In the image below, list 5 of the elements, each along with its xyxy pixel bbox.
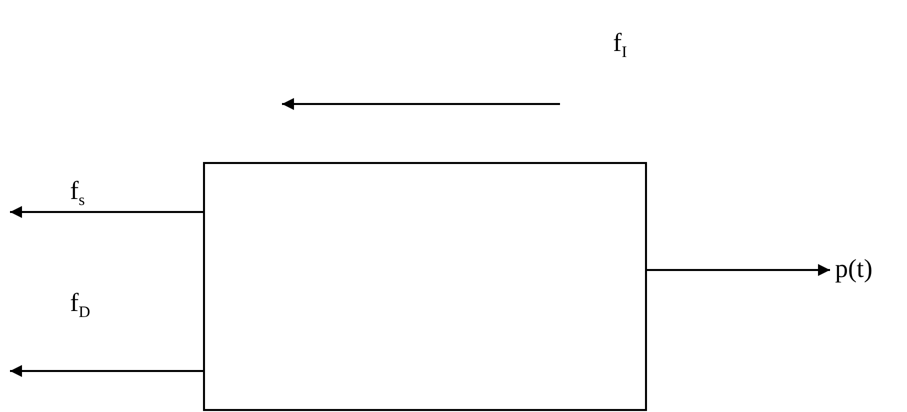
force-label: p(t) bbox=[835, 256, 873, 282]
force-label: f$_{s}$ bbox=[70, 178, 85, 210]
force-label: f$_{D}$ bbox=[70, 290, 90, 322]
force-label: f$_{I}$ bbox=[613, 30, 627, 62]
rectangle-body bbox=[203, 162, 647, 411]
